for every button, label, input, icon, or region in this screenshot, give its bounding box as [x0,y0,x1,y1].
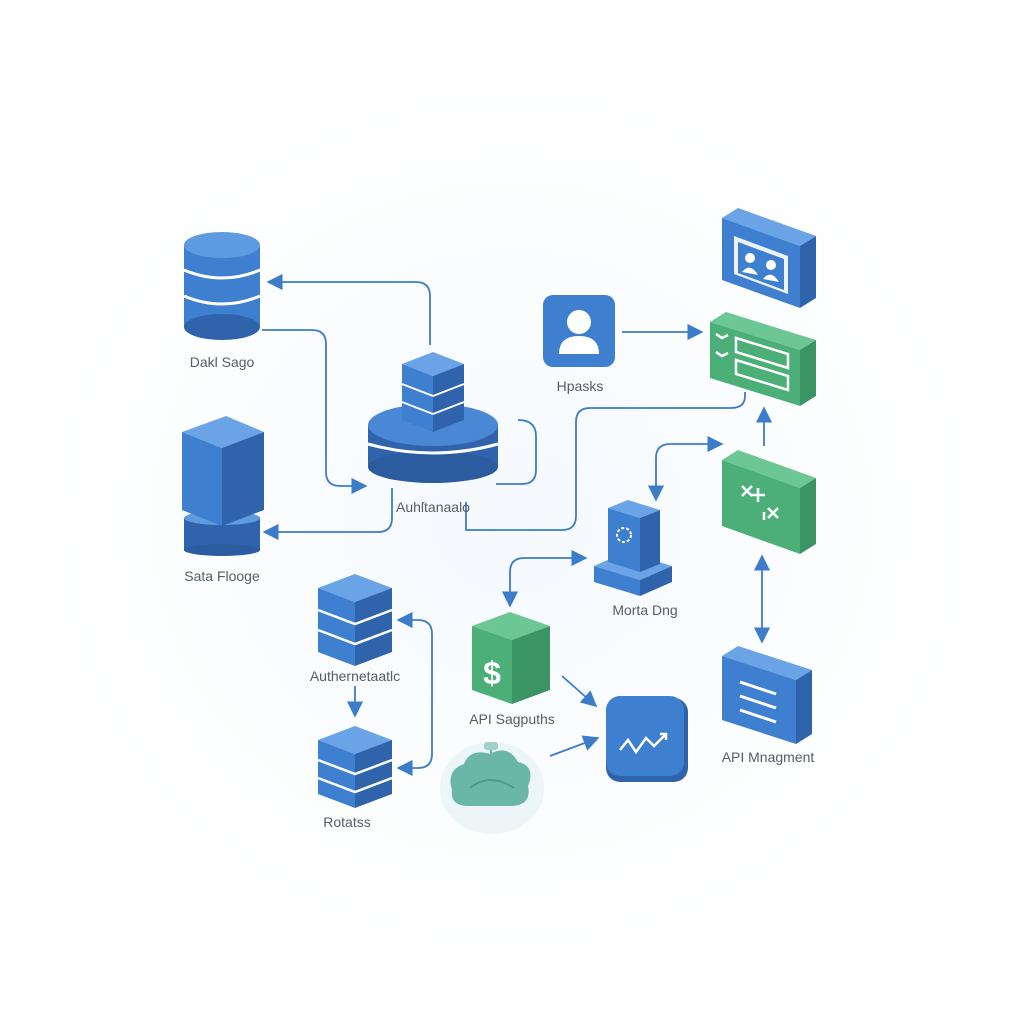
edge-stack-loop [396,611,433,777]
edge-monitor-dev [647,435,724,502]
team-screen-icon [722,208,816,308]
label-api-settings: API Sagpuths [469,711,555,727]
cloud-bot-icon [440,742,544,834]
edge-form-to-hub [465,392,746,531]
dollar-icon: $ [472,612,550,704]
chart-icon [606,696,688,782]
label-sata-storage: Sata Flooge [184,568,260,584]
label-data-storage: Dakl Sago [190,354,255,370]
label-users: Hpasks [557,378,604,394]
edge-api-monitor [501,549,588,608]
server-stack-icon [317,726,393,808]
edge-dollar-to-chart [561,675,598,708]
connectors [262,273,773,777]
edge-hub-loop [496,419,537,485]
user-icon [543,295,615,367]
form-icon [710,312,816,406]
edge-db-to-hub [262,329,368,495]
edge-hub-to-storage [262,488,393,541]
document-icon [722,646,812,744]
label-api-management: API Mnagment [722,749,815,765]
label-robots: Rotatss [323,814,370,830]
database-icon [183,232,261,340]
monitor-icon [594,500,672,596]
label-auth-center: Auhſtanaalo [396,499,470,515]
edge-hub-to-db [266,273,431,345]
storage-icon [182,416,264,556]
svg-text:$: $ [483,655,501,691]
dev-tools-icon [722,450,816,554]
auth-hub-icon [367,352,499,483]
server-stack-icon [317,574,393,666]
edge-cloud-to-chart [549,735,600,757]
label-monitoring: Morta Dng [612,602,677,618]
label-authentication: Authernetaatlc [310,668,400,684]
